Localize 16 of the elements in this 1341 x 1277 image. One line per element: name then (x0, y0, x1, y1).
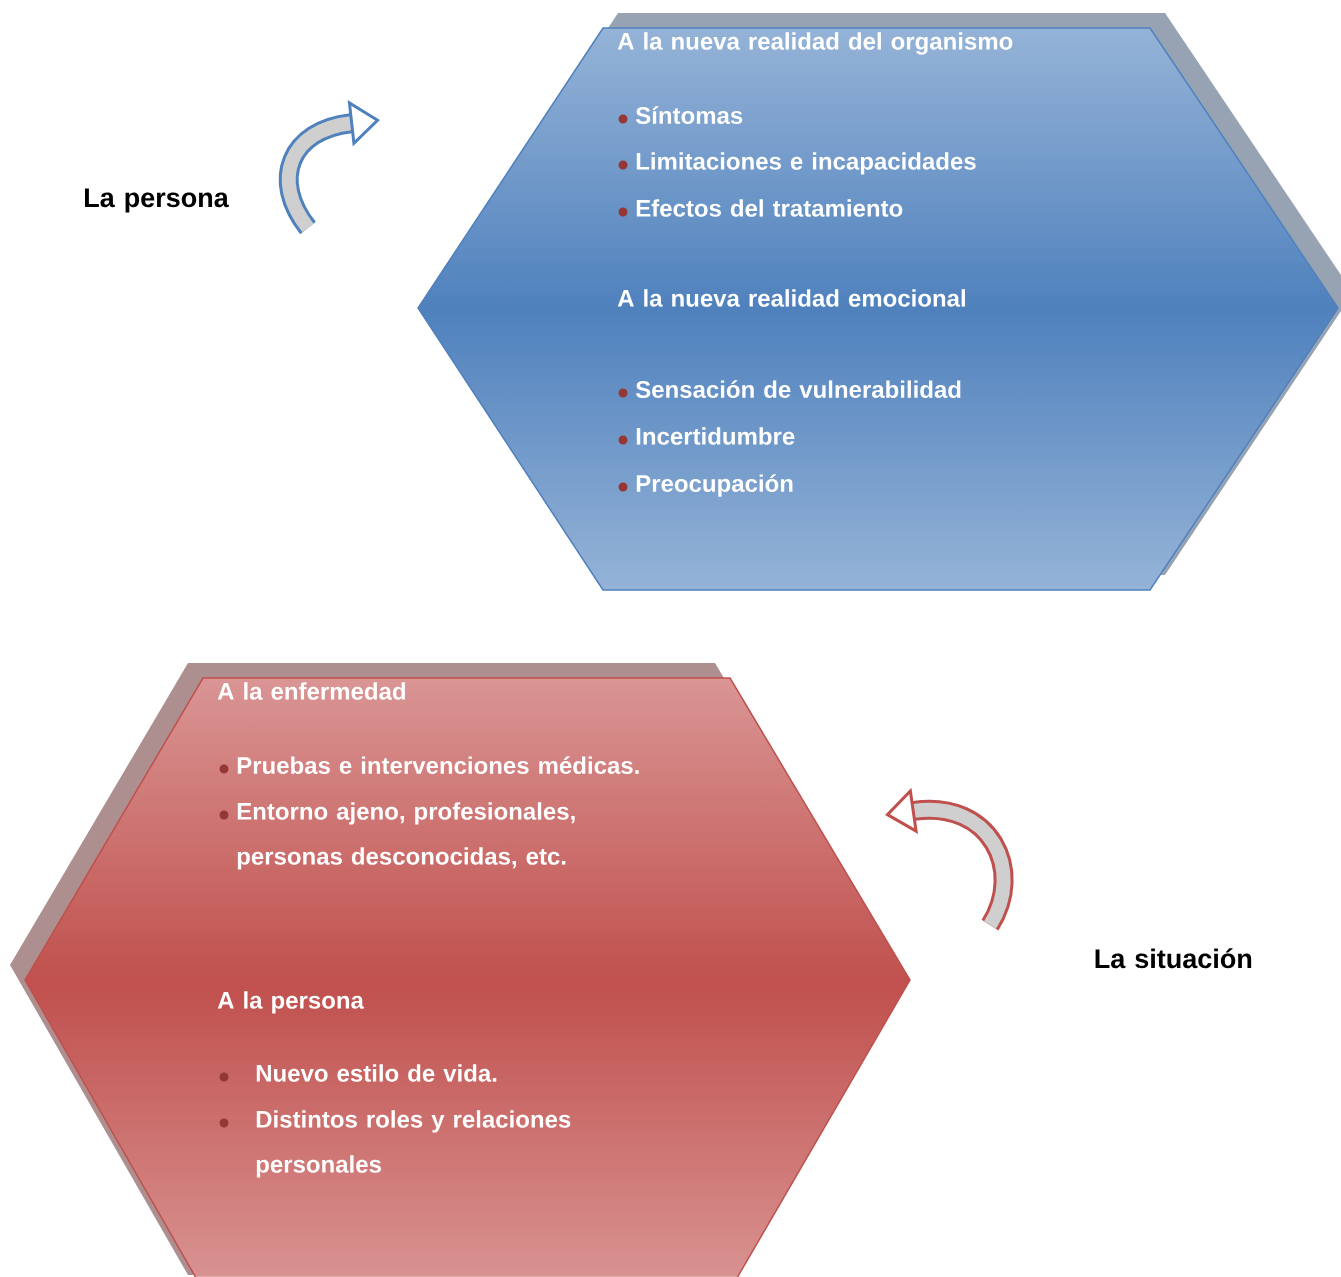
heading-text: A la enfermedad (217, 682, 405, 700)
bullet-item: Nuevo estilo de vida. (219, 1064, 497, 1082)
bullet-item: Preocupación (618, 474, 793, 497)
heading-text: A la nueva realidad del organismo (617, 32, 1013, 55)
label-text: La situación (1095, 948, 1252, 969)
label-text: La persona (85, 188, 229, 213)
bullet-item: Entorno ajeno, profesionales, personas desconocidas, etc. (219, 802, 575, 870)
bullet-item: Limitaciones e incapacidades (618, 152, 976, 175)
bullet-item: Pruebas e intervenciones médicas. (219, 756, 639, 775)
bullet-item: Incertidumbre (618, 427, 795, 445)
bullet-item: Distintos roles y relaciones personales (219, 1110, 571, 1178)
bullet-item: Efectos del tratamiento (618, 199, 903, 217)
bullet-item: Síntomas (618, 106, 743, 125)
heading-text: A la nueva realidad emocional (617, 289, 965, 307)
bullet-item: Sensación de vulnerabilidad (618, 380, 961, 399)
heading-text: A la persona (217, 991, 365, 1014)
